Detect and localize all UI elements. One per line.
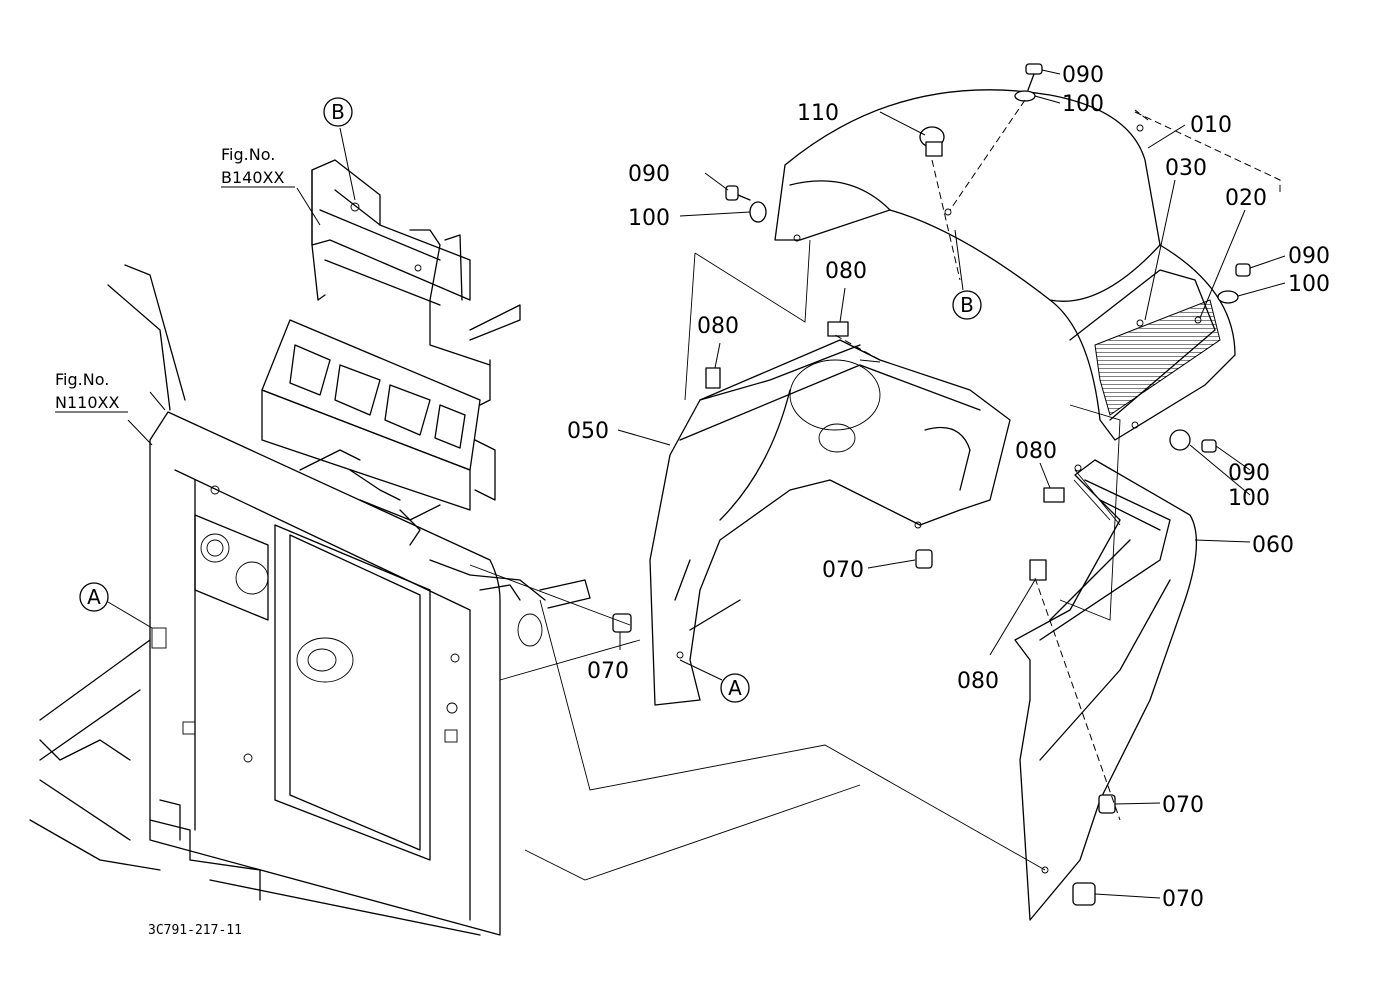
dash-frame — [29, 264, 591, 936]
part-label-100: 100 — [1228, 486, 1270, 511]
assembly-lines — [469, 99, 1281, 881]
drawing-code: 3C791-217-11 — [148, 923, 242, 938]
svg-text:Fig.No.: Fig.No. — [55, 370, 109, 389]
part-label-060: 060 — [1252, 533, 1294, 558]
part-label-090: 090 — [1288, 244, 1330, 269]
svg-text:B: B — [331, 100, 345, 124]
part-label-100: 100 — [1062, 92, 1104, 117]
part-label-100: 100 — [628, 206, 670, 231]
cover-010 — [774, 89, 1236, 441]
part-label-070: 070 — [1162, 793, 1204, 818]
part-label-100: 100 — [1288, 272, 1330, 297]
leader-lines — [107, 69, 1286, 899]
part-label-070: 070 — [1162, 887, 1204, 912]
callout-a-left: A — [79, 582, 109, 612]
callout-b-cover: B — [952, 290, 982, 320]
part-label-090: 090 — [628, 162, 670, 187]
upper-bracket — [311, 159, 521, 406]
part-label-070: 070 — [822, 558, 864, 583]
hardware — [612, 63, 1251, 906]
svg-text:B140XX: B140XX — [221, 168, 284, 187]
svg-text:N110XX: N110XX — [55, 393, 119, 412]
svg-text:A: A — [728, 676, 742, 700]
part-label-050: 050 — [567, 419, 609, 444]
svg-text:Fig.No.: Fig.No. — [221, 145, 275, 164]
part-label-030: 030 — [1165, 156, 1207, 181]
part-label-080: 080 — [957, 669, 999, 694]
air-duct — [261, 319, 496, 546]
fig-ref-b140: Fig.No. B140XX — [221, 145, 295, 188]
panel-050 — [649, 339, 1011, 706]
part-label-090: 090 — [1062, 63, 1104, 88]
svg-text:B: B — [960, 293, 974, 317]
part-label-010: 010 — [1190, 113, 1232, 138]
part-label-080: 080 — [825, 259, 867, 284]
part-label-020: 020 — [1225, 186, 1267, 211]
part-label-080: 080 — [697, 314, 739, 339]
part-label-110: 110 — [797, 101, 839, 126]
svg-text:A: A — [87, 585, 101, 609]
part-label-090: 090 — [1228, 461, 1270, 486]
callout-a-panel: A — [720, 673, 750, 703]
part-label-070: 070 — [587, 659, 629, 684]
part-label-080: 080 — [1015, 439, 1057, 464]
fig-ref-n110: Fig.No. N110XX — [55, 370, 128, 413]
panel-060 — [1014, 459, 1198, 921]
part-labels: 090 100 110 010 030 020 090 100 090 100 … — [567, 63, 1330, 912]
callout-b-top: B — [323, 97, 353, 127]
